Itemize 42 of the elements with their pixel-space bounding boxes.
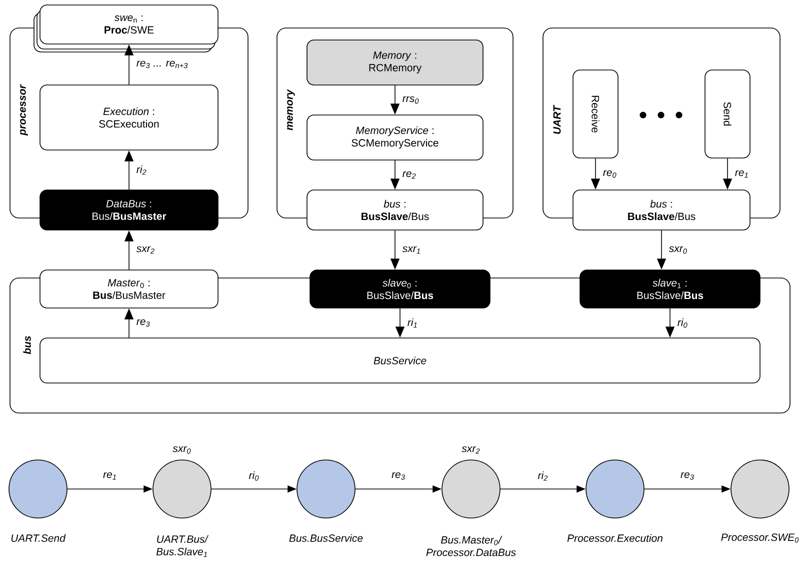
container-label: bus [23, 336, 31, 354]
edge-label: ri$_{0}$ [248, 471, 259, 481]
edge-label: re$_{3}$ [680, 472, 694, 480]
component-box: slave$_{1}$ : BusSlave/Bus [580, 270, 760, 308]
circle-caption: sxr$_{2}$ [462, 446, 480, 454]
edge-label: re$_{3}$ [392, 472, 405, 480]
circle-caption: Bus.Master$_{0}$/ Processor.DataBus [426, 536, 516, 556]
edge-label: re$_{2}$ [402, 171, 416, 179]
edge-label: ri$_{1}$ [408, 318, 417, 328]
component-box: Receive [572, 70, 618, 158]
edge-label: rrs$_{0}$ [402, 96, 419, 104]
container-label: memory [287, 89, 295, 130]
circle-caption: Processor.SWE$_{0}$ [721, 534, 799, 543]
component-box: bus : BusSlave/Bus [572, 190, 750, 230]
edge-label: re$_{0}$ [603, 170, 616, 178]
circle-caption: Processor.Execution [567, 534, 662, 542]
edge-label: re$_{1}$ [103, 472, 116, 480]
component-box: DataBus : Bus/BusMaster [40, 190, 218, 230]
edge-label: re$_{1}$ [735, 170, 748, 178]
edge-label: ri$_{2}$ [538, 471, 548, 481]
circle-caption: sxr$_{0}$ [172, 446, 191, 454]
component-box: Execution : SCExecution [40, 84, 218, 150]
edge-label: ri$_{2}$ [136, 165, 146, 175]
container-label: processor [20, 84, 28, 136]
edge-label: re$_{3}$ ... re$_{n+3}$ [136, 60, 188, 68]
edge-label: re$_{3}$ [136, 319, 150, 327]
component-box: slave$_{0}$ : BusSlave/Bus [310, 270, 490, 308]
container-label: UART [553, 104, 561, 134]
edge-label: sxr$_{0}$ [668, 246, 687, 254]
circle-caption: UART.Send [11, 534, 66, 542]
edge-label: ri$_{0}$ [678, 318, 688, 328]
edge-label: sxr$_{2}$ [136, 246, 154, 254]
circle-caption: Bus.BusService [289, 534, 363, 542]
component-box: BusService [40, 338, 760, 384]
stacked-component-box: swe$_{n}$ : Proc/SWE [34, 4, 218, 52]
component-box: MemoryService : SCMemoryService [306, 114, 484, 160]
circle-caption: UART.Bus/ Bus.Slave$_{1}$ [156, 535, 209, 557]
component-box: Send [704, 70, 750, 158]
component-box: bus : BusSlave/Bus [306, 190, 484, 230]
component-box: Master$_{0}$ : Bus/BusMaster [40, 270, 218, 308]
edge-label: sxr$_{1}$ [402, 246, 420, 254]
component-box: Memory : RCMemory [306, 40, 484, 86]
